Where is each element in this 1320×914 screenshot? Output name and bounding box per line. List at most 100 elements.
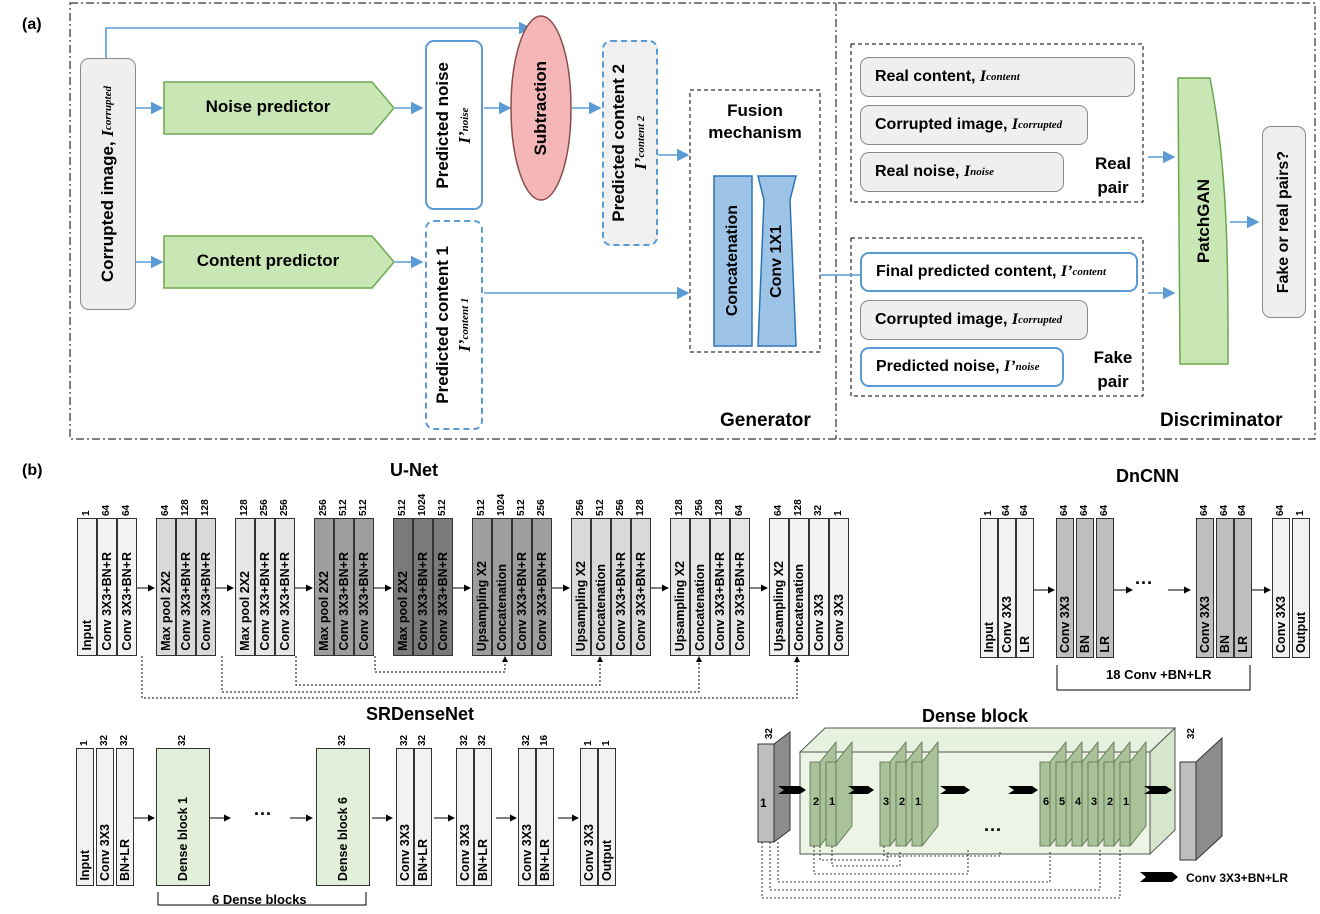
dense-group2-slab-1-number: 2 [899,796,906,808]
unet-layer-11: Conv 3X3+BN+R [354,518,374,656]
dncnn-layer-6-label: Conv 3X3 [1198,596,1212,653]
unet-layer-5-label: Conv 3X3+BN+R [199,552,213,651]
fake-pair-frame [850,237,1144,397]
dense-group2-slab-2-number: 1 [915,796,922,808]
patchgan-shape [1177,77,1229,365]
srdensenet-layer-2-channels: 32 [119,734,130,746]
predicted-noise-fake-box: Predicted noise, I’noise [860,347,1064,387]
unet-layer-27-channels: 64 [773,504,784,516]
srdensenet-layer-8-channels: 32 [477,734,488,746]
unet-layer-28-channels: 128 [793,499,804,516]
dncnn-layer-9-channels: 64 [1275,504,1286,516]
unet-layer-27: Upsampling X2 [769,518,789,656]
dncnn-layer-5-label: LR [1098,636,1112,653]
srdensenet-layer-10-channels: 16 [539,734,550,746]
srdensenet-layer-5-channels: 32 [399,734,410,746]
unet-layer-13: Conv 3X3+BN+R [413,518,433,656]
srdensenet-layer-6-channels: 32 [417,734,428,746]
real-content-text: Real content, [875,68,976,85]
srdensenet-layer-4-label: Dense block 6 [336,796,350,881]
unet-layer-1-label: Conv 3X3+BN+R [100,552,114,651]
final-predicted-text: Final predicted content, [876,263,1057,280]
dncnn-layer-2-label: LR [1018,636,1032,653]
unet-layer-20: Concatenation [591,518,611,656]
unet-layer-14: Conv 3X3+BN+R [433,518,453,656]
srdensenet-layer-11-channels: 1 [583,740,594,746]
unet-layer-2: Conv 3X3+BN+R [117,518,137,656]
corrupted-image-input: Corrupted image, Icorrupted [80,58,136,310]
predicted-noise-text: Predicted noise [433,61,452,189]
dncnn-layer-7-channels: 64 [1219,504,1230,516]
dncnn-title: DnCNN [1116,466,1179,486]
dncnn-layer-1: Conv 3X3 [998,518,1016,658]
dense-skip-lines [761,842,1121,899]
unet-layer-0: Input [77,518,97,656]
unet-layer-6: Max pool 2X2 [235,518,255,656]
corrupted-image-2-symbol: I [1011,311,1019,328]
real-content-sub: content [986,71,1020,83]
dncnn-layer-10-channels: 1 [1295,510,1306,516]
dense-group3-slab-0-number: 6 [1043,796,1050,808]
dense-group1-slab-1 [825,740,853,847]
unet-skip-connections [141,656,798,699]
concatenation-label: Concatenation [714,176,752,346]
predicted-content-1-sub: content 1 [459,297,471,340]
dncnn-layer-10-label: Output [1294,612,1308,653]
corrupted-image-2-text: Corrupted image, [875,311,1008,328]
dncnn-layer-3: Conv 3X3 [1056,518,1074,658]
concatenation-shape [713,175,753,347]
srdensenet-layer-5: Conv 3X3 [396,748,414,886]
dense-block-title: Dense block [922,706,1029,726]
unet-layer-25-channels: 128 [714,499,725,516]
unet-layer-0-channels: 1 [81,510,92,516]
dense-arrows [778,786,1178,882]
unet-layer-17-label: Conv 3X3+BN+R [515,552,529,651]
dense-legend-label: Conv 3X3+BN+LR [1186,871,1289,885]
panel-b-label: (b) [22,462,43,479]
unet-layer-29: Conv 3X3 [809,518,829,656]
dncnn-layer-8-channels: 64 [1237,504,1248,516]
unet-layer-8: Conv 3X3+BN+R [275,518,295,656]
dense-group3-slab-2-number: 4 [1075,796,1082,808]
srdensenet-layer-4: Dense block 6 [316,748,370,886]
corrupted-image-1-text: Corrupted image, [875,116,1008,133]
dense-group1-slab-0-number: 2 [813,796,820,808]
fusion-frame [689,89,821,353]
unet-layer-21: Conv 3X3+BN+R [611,518,631,656]
srdensenet-layer-9-channels: 32 [521,734,532,746]
srdensenet-layer-11: Conv 3X3 [580,748,598,886]
corrupted-image-1-sub: corrupted [1018,119,1063,131]
unet-layer-15: Upsampling X2 [472,518,492,656]
unet-layer-11-label: Conv 3X3+BN+R [357,552,371,651]
subtraction-shape [510,15,572,201]
unet-layer-14-label: Conv 3X3+BN+R [436,552,450,651]
dncnn-layer-9: Conv 3X3 [1272,518,1290,658]
dense-out-channels: 32 [1186,728,1197,740]
dncnn-layer-4-label: BN [1078,634,1092,653]
srdensenet-layer-2: BN+LR [116,748,134,886]
dncnn-layer-10: Output [1292,518,1310,658]
dncnn-ellipsis: ··· [1135,573,1153,593]
fusion-title: Fusion mechanism [708,101,802,142]
dncnn-layer-8: LR [1234,518,1252,658]
srdensenet-layer-7-label: Conv 3X3 [458,824,472,881]
dncnn-layer-6: Conv 3X3 [1196,518,1214,658]
unet-layer-15-label: Upsampling X2 [475,560,489,651]
dense-in-channels: 32 [764,728,775,740]
srdensenet-layer-3-label: Dense block 1 [176,796,190,881]
dncnn-layer-1-channels: 64 [1001,504,1012,516]
dense-group3-slab-5 [1119,740,1147,847]
unet-layer-4-label: Conv 3X3+BN+R [179,552,193,651]
noise-predictor-shape [163,81,395,135]
content-predictor-shape [163,235,395,289]
unet-layer-23: Upsampling X2 [670,518,690,656]
unet-layer-17: Conv 3X3+BN+R [512,518,532,656]
corrupted-image-2-sub: corrupted [1018,314,1063,326]
dncnn-layer-4: BN [1076,518,1094,658]
unet-layer-2-channels: 64 [121,504,132,516]
dense-group3-slab-1-number: 5 [1059,796,1066,808]
predicted-content-2-symbol: I’ [631,157,650,171]
